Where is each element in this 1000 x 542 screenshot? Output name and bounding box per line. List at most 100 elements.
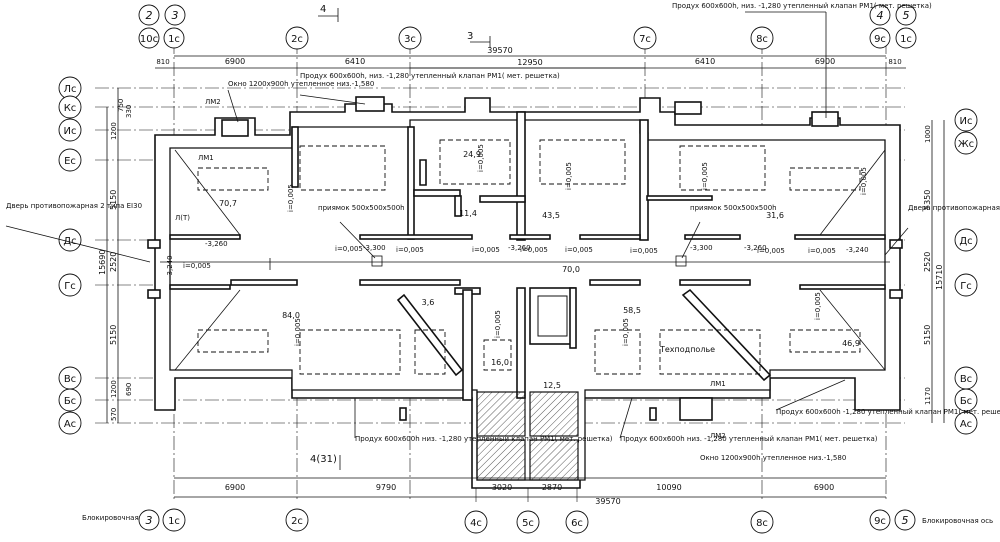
axis-bubble-right-Zhc: Жс	[958, 139, 974, 150]
axis-bubble-top-8c: 8с	[756, 34, 768, 45]
slope-18: i=0,005	[396, 246, 424, 254]
annotations: Окно 1200x900h утепленное низ.-1,580 ЛМ2…	[5, 2, 1000, 462]
dim-left-5150a: 5150	[109, 190, 118, 210]
level-3: -3,260	[508, 244, 531, 252]
dim-top-4: 6410	[695, 57, 715, 66]
pit-right-label: приямок 500x500x500h	[690, 204, 777, 212]
door-left-label: Дверь противопожарная 2 типа EI30	[6, 202, 142, 210]
level-7: -3,240	[166, 255, 174, 278]
room-area-5: 31,6	[766, 211, 784, 220]
slope-13: i=0,005	[565, 246, 593, 254]
slope-11: i=0,005	[335, 245, 363, 253]
slope-12: i=0,005	[472, 246, 500, 254]
tech-room-label: Техподполье	[659, 345, 715, 354]
axis-bubble-right-Gc: Гс	[960, 281, 972, 292]
room-area-3: 11,4	[459, 209, 477, 218]
level-6: -3,240	[846, 246, 869, 254]
blocking-axis-left: Блокировочная ось	[82, 514, 153, 522]
axis-bubble-top-2: 2	[146, 9, 153, 22]
slope-15: i=0,005	[630, 247, 658, 255]
bottom-dimension-chains: 6900 9790 3020 2870 10090 6900 39570	[174, 477, 886, 506]
axis-bubble-bottom-5c: 5с	[522, 518, 534, 529]
window-bottom-label: Окно 1200x900h утепленное низ.-1,580	[700, 454, 846, 462]
slope-8: i=0,005	[814, 292, 822, 320]
window-top-line1: Окно 1200x900h утепленное низ.-1,580	[228, 80, 374, 88]
vent-bottom-right-label: Продух 600x600h -1,280 утепленный клапан…	[776, 408, 1000, 416]
blocking-axis-right: Блокировочная ось	[922, 517, 993, 525]
slope-17: i=0,005	[520, 246, 548, 254]
axis-bubble-left-Kc: Кс	[64, 103, 77, 114]
axis-bubble-left-Lc: Лс	[63, 84, 76, 95]
vent-bottom-center-label: Продух 600x600h низ. -1,280 утепленный к…	[620, 435, 878, 443]
dim-left-1200: 1200	[110, 122, 118, 140]
axis-bubble-top-9c: 9с	[874, 34, 886, 45]
axis-bubble-right-Dc: Дс	[959, 236, 972, 247]
vent-bottom-left-label: Продух 600x600h низ. -1,280 утепленный к…	[355, 435, 613, 443]
lm2-label-bottom: ЛМ2	[710, 432, 726, 440]
dim-left-2520: 2520	[109, 252, 118, 272]
axis-bubble-left-Ic: Ис	[64, 126, 77, 137]
dim-bottom-total: 39570	[595, 497, 620, 506]
dim-bottom-5: 10090	[656, 483, 681, 492]
slope-7: i=0,005	[622, 318, 630, 346]
slope-labels: i=0,005 i=0,005 i=0,005 i=0,005 i=0,005 …	[183, 144, 868, 346]
axis-bubble-bottom-4c: 4с	[470, 518, 482, 529]
slope-2: i=0,005	[477, 144, 485, 172]
dim-left-330: 330	[125, 105, 133, 118]
dim-top-2: 6900	[225, 57, 245, 66]
right-dimension-chains: 1000 5350 2520 5150 1170 15710	[923, 120, 945, 423]
axis-bubble-right-Ac: Ас	[960, 419, 972, 430]
dim-top-6: 810	[888, 58, 901, 66]
dashed-equipment-zones	[197, 139, 861, 375]
level-marks: -3,260 -3,300 -3,260 -3,300 -3,260 -3,24…	[166, 240, 869, 278]
axis-bubble-bottom-5: 5	[902, 514, 909, 527]
top-dimension-chains: 39570 12950 810 6900 6410 6410 6900 810	[155, 46, 906, 69]
axis-bubble-top-10c: 10с	[140, 34, 158, 45]
level-1: -3,260	[205, 240, 228, 248]
lm1-label-bottom: ЛМ1	[710, 380, 726, 388]
dim-top-mid: 12950	[517, 58, 542, 67]
section-mark-top-mid: 3	[467, 31, 473, 42]
dim-bottom-4: 2870	[542, 483, 562, 492]
building-walls	[147, 96, 903, 489]
axis-bubble-bottom-8c: 8с	[756, 518, 768, 529]
room-area-1: 70,7	[219, 199, 237, 208]
level-5: -3,260	[744, 244, 767, 252]
door-right-label: Дверь противопожарная 2 типа EI30	[908, 204, 1000, 212]
top-axis-markers: 2 3 4 5 10с 1с 2с 3с 7с 8с 9с 1с	[138, 4, 917, 50]
dim-top-1: 810	[156, 58, 169, 66]
axis-bubble-left-Gc: Гс	[64, 281, 76, 292]
room-area-9: 12,5	[543, 381, 561, 390]
axis-bubble-left-Vc: Вс	[64, 374, 76, 385]
dim-right-5150: 5150	[923, 325, 932, 345]
dim-left-5150b: 5150	[109, 325, 118, 345]
room-area-4: 43,5	[542, 211, 560, 220]
axis-bubble-top-1c-right: 1с	[900, 34, 912, 45]
slope-1: i=0,005	[287, 184, 295, 212]
dim-bottom-1: 6900	[225, 483, 245, 492]
vent-top-right-label: Продух 600x600h, низ. -1,280 утепленный …	[672, 2, 932, 10]
axis-bubble-top-1c: 1с	[168, 34, 180, 45]
dim-right-1000: 1000	[924, 125, 932, 143]
ladder-label-left: Л(Т)	[175, 214, 190, 222]
room-area-12: 46,9	[842, 339, 860, 348]
dim-top-3: 6410	[345, 57, 365, 66]
axis-bubble-left-Ec: Ес	[64, 156, 76, 167]
slope-6: i=0,005	[494, 310, 502, 338]
slope-14: i=0,005	[757, 247, 785, 255]
axis-bubble-top-2c: 2с	[291, 34, 303, 45]
axis-bubble-right-Bc: Бс	[960, 396, 972, 407]
dim-left-1200b: 1200	[110, 380, 118, 398]
section-marks: 4 3 4(31)	[310, 4, 491, 470]
axis-bubble-bottom-3: 3	[146, 514, 153, 527]
bottom-axis-markers: Блокировочная ось 3 1с 2с 4с 5с 6с 8с 9с…	[82, 508, 993, 534]
dim-right-2520: 2520	[923, 252, 932, 272]
axis-bubble-top-5: 5	[903, 9, 910, 22]
window-top-label: Окно 1200x900h утепленное низ.-1,580	[228, 80, 374, 88]
room-area-7: 3,6	[422, 298, 435, 307]
axis-bubble-left-Ac: Ас	[64, 419, 76, 430]
dim-right-5350: 5350	[923, 190, 932, 210]
slope-10: i=0,005	[183, 262, 211, 270]
dim-left-total: 15690	[98, 250, 107, 275]
